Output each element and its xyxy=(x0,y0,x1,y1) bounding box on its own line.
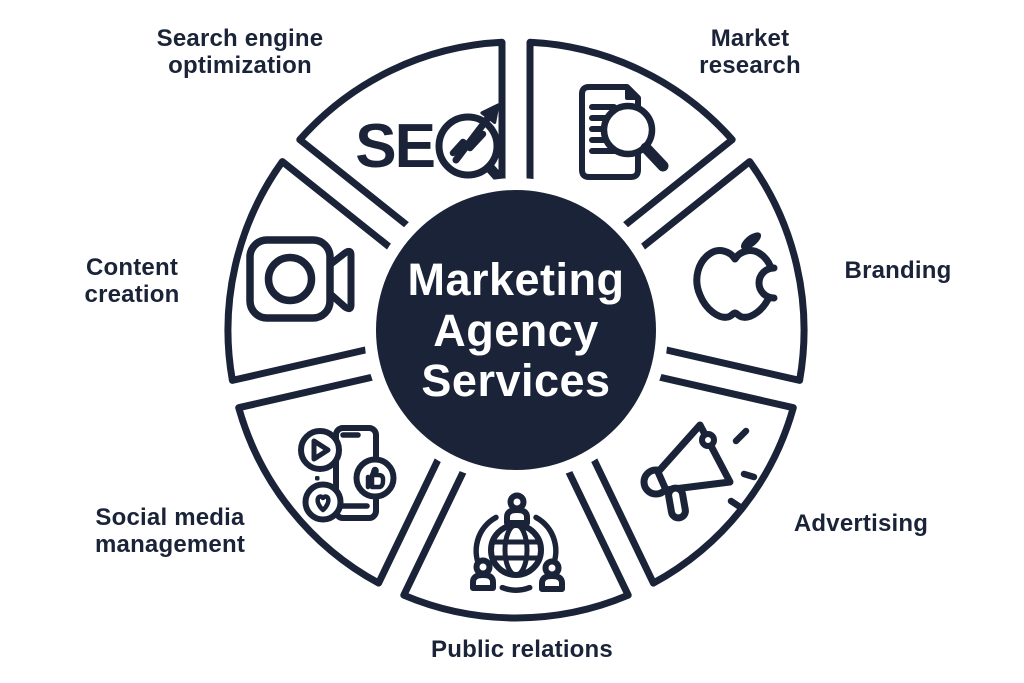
center-title-line: Agency xyxy=(433,304,599,356)
seo-icon-text: SE xyxy=(355,112,434,181)
label-branding: Branding xyxy=(844,257,952,284)
person-top xyxy=(504,492,530,526)
label-public-relations: Public relations xyxy=(431,636,613,663)
center-title: Marketing Agency Services xyxy=(366,253,666,407)
person-right xyxy=(539,558,565,592)
person-left xyxy=(470,557,496,591)
center-title-line: Services xyxy=(421,355,611,407)
label-social-media: Social media management xyxy=(94,504,246,558)
label-content-creation: Content creation xyxy=(84,254,180,308)
label-advertising: Advertising xyxy=(793,510,929,537)
phone-engagement-icon xyxy=(298,425,397,523)
label-seo: Search engine optimization xyxy=(156,25,324,79)
megaphone-icon xyxy=(640,421,758,522)
segment-public-relations xyxy=(400,358,632,622)
video-camera-icon xyxy=(246,236,355,322)
hub-circle xyxy=(376,190,656,470)
globe-people-icon xyxy=(470,492,565,593)
label-market-research: Market research xyxy=(699,25,801,79)
apple-logo-icon xyxy=(693,232,789,321)
document-magnifier-icon xyxy=(579,84,669,180)
center-title-line: Marketing xyxy=(407,253,625,305)
